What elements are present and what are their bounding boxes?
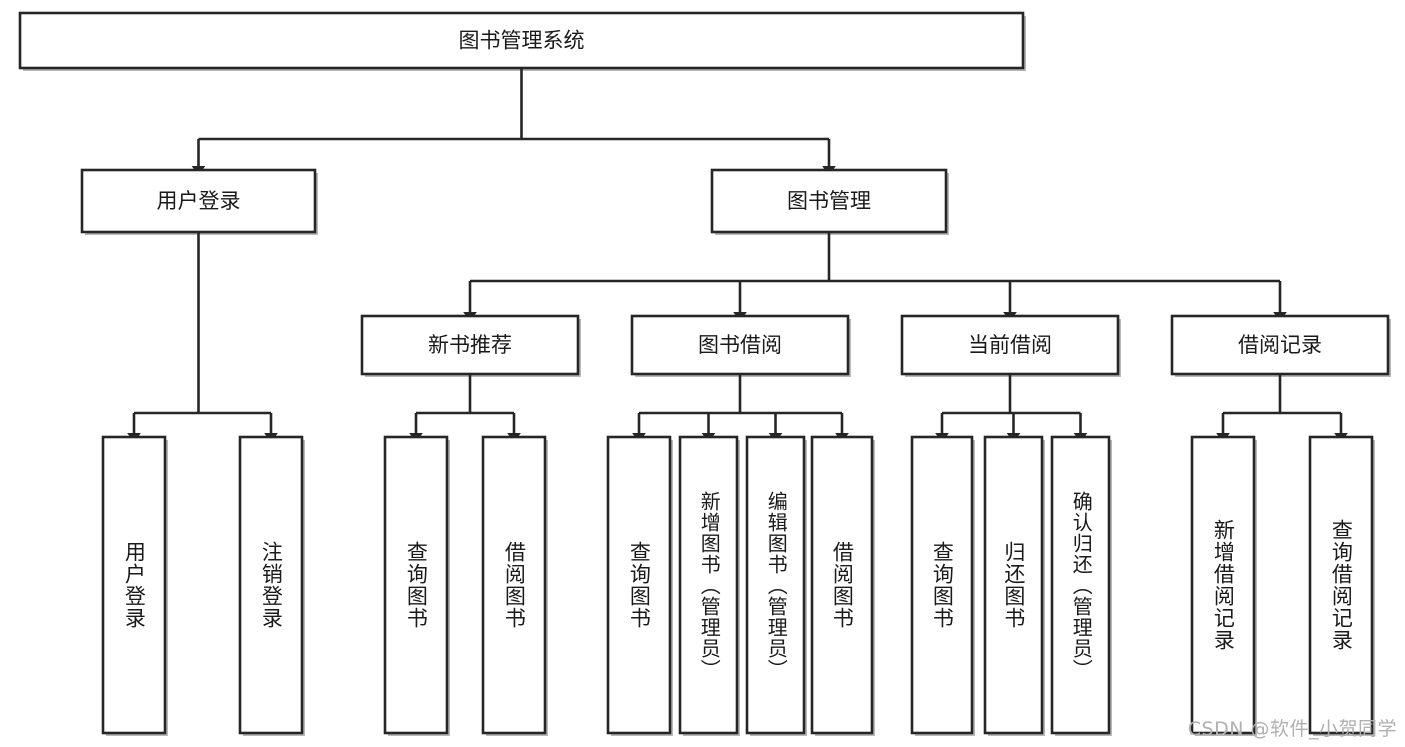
node-l2-label-图书管理: 图书管理: [787, 189, 871, 213]
node-root-label: 图书管理系统: [459, 29, 585, 53]
node-leaf-7-借阅图书[interactable]: [810, 435, 874, 735]
node-l3-新书推荐[interactable]: [360, 314, 580, 376]
connector-layer: [127, 68, 1348, 443]
box-layer: [18, 11, 1390, 735]
node-leaf-9-归还图书[interactable]: [983, 435, 1044, 735]
node-l2-label-用户登录: 用户登录: [157, 189, 241, 213]
node-l3-label-当前借阅: 当前借阅: [968, 333, 1052, 357]
node-l3-当前借阅[interactable]: [900, 314, 1120, 376]
node-leaf-2-查询图书[interactable]: [383, 435, 449, 735]
node-l3-label-新书推荐: 新书推荐: [428, 333, 512, 357]
node-l3-借阅记录[interactable]: [1170, 314, 1390, 376]
node-root-图书管理系统[interactable]: [18, 11, 1025, 70]
node-leaf-8-查询图书[interactable]: [910, 435, 974, 735]
node-leaf-6-编辑图书管理员[interactable]: [745, 435, 806, 735]
node-leaf-5-新增图书管理员[interactable]: [678, 435, 739, 735]
node-l2-图书管理[interactable]: [710, 168, 948, 234]
node-leaf-4-查询图书[interactable]: [606, 435, 672, 735]
node-l2-用户登录[interactable]: [80, 168, 317, 234]
node-l3-label-图书借阅: 图书借阅: [698, 333, 782, 357]
node-leaf-1-注销登录[interactable]: [238, 435, 304, 735]
node-leaf-3-借阅图书[interactable]: [481, 435, 547, 735]
node-leaf-12-查询借阅记录[interactable]: [1308, 435, 1374, 735]
node-l3-图书借阅[interactable]: [630, 314, 850, 376]
node-leaf-10-确认归还管理员[interactable]: [1050, 435, 1111, 735]
node-leaf-11-新增借阅记录[interactable]: [1190, 435, 1256, 735]
node-l3-label-借阅记录: 借阅记录: [1238, 333, 1322, 357]
node-leaf-0-用户登录[interactable]: [101, 435, 167, 735]
